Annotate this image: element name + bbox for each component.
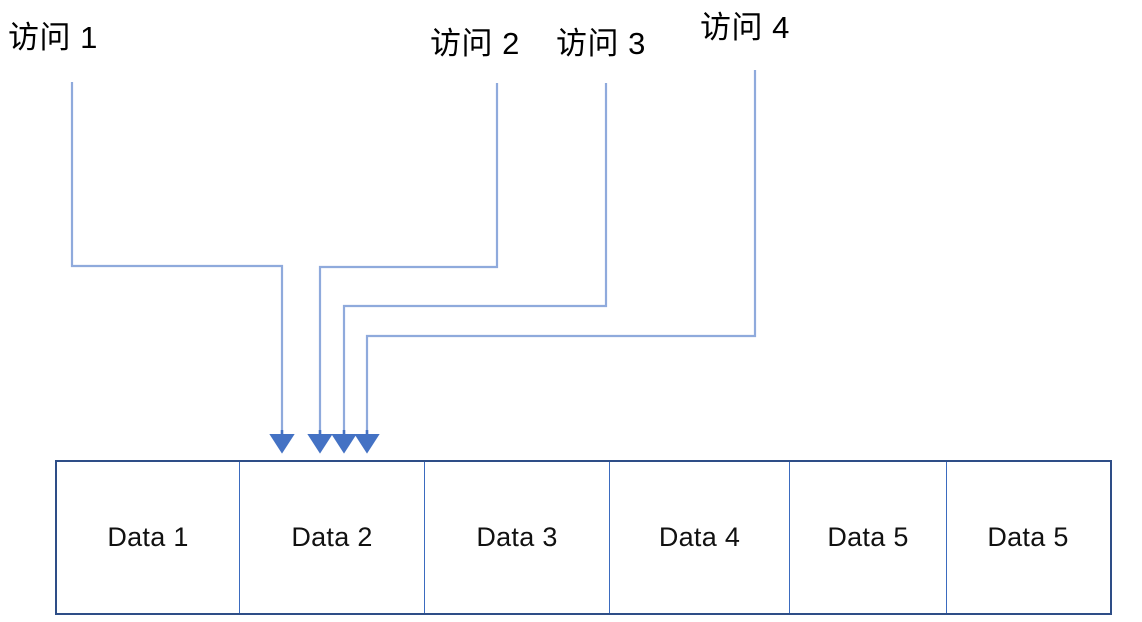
- access-label-2: 访问 2: [430, 26, 520, 61]
- memory-cell-label: Data 1: [107, 522, 189, 552]
- access-label-3: 访问 3: [556, 26, 646, 61]
- memory-cell-5: Data 5: [790, 462, 947, 613]
- memory-cell-label: Data 4: [658, 522, 741, 552]
- memory-cell-3: Data 3: [425, 462, 610, 613]
- connector-access-3: [331, 83, 608, 454]
- memory-cell-label: Data 3: [476, 522, 558, 552]
- memory-array: Data 1 Data 2 Data 3 Data 4 Data 5 Data …: [55, 460, 1112, 615]
- access-label-4: 访问 4: [700, 10, 790, 45]
- memory-cell-2: Data 2: [240, 462, 425, 613]
- access-label-1: 访问 1: [8, 20, 98, 55]
- memory-cell-label: Data 5: [987, 522, 1069, 552]
- connector-access-1: [70, 82, 295, 454]
- memory-cell-1: Data 1: [57, 462, 240, 613]
- connector-access-4: [354, 70, 757, 454]
- memory-cell-label: Data 2: [291, 522, 373, 552]
- connector-access-2: [307, 83, 499, 454]
- memory-cell-4: Data 4: [610, 462, 790, 613]
- memory-cell-6: Data 5: [947, 462, 1109, 613]
- memory-cell-label: Data 5: [827, 522, 909, 552]
